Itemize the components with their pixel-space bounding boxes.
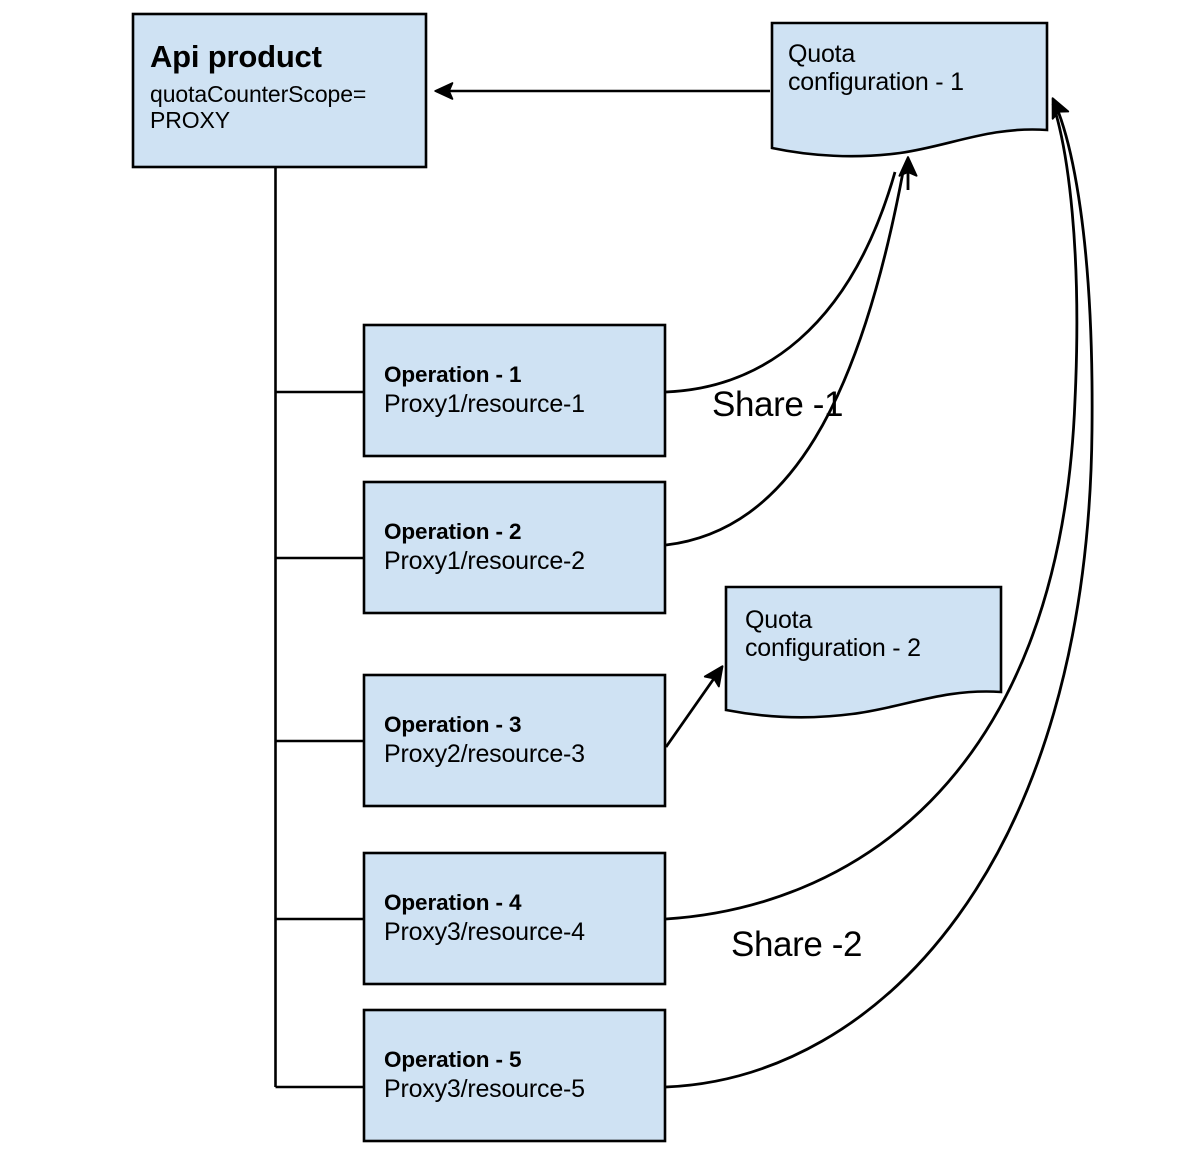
- node-operation-1[interactable]: [362, 323, 667, 458]
- node-operation-2[interactable]: [362, 480, 667, 615]
- edge-operation-3-to-quota2: [664, 665, 724, 748]
- edge-operation-1-to-quota1: [665, 171, 897, 394]
- node-api-product[interactable]: [131, 12, 428, 169]
- edge-operation-4-to-quota1: [665, 103, 1079, 921]
- share-1-curve-group: [665, 156, 918, 547]
- edge-operation-5-to-quota1: [665, 97, 1094, 1089]
- node-operation-4[interactable]: [362, 851, 667, 986]
- node-quota-configuration-1[interactable]: [770, 21, 1049, 158]
- node-operation-5[interactable]: [362, 1008, 667, 1143]
- edge-operation-2-to-quota1: [665, 171, 905, 547]
- tree-connector-group: [274, 167, 363, 1089]
- node-operation-3[interactable]: [362, 673, 667, 808]
- share-2-curve-group: [665, 97, 1094, 1089]
- node-quota-configuration-2[interactable]: [724, 585, 1003, 719]
